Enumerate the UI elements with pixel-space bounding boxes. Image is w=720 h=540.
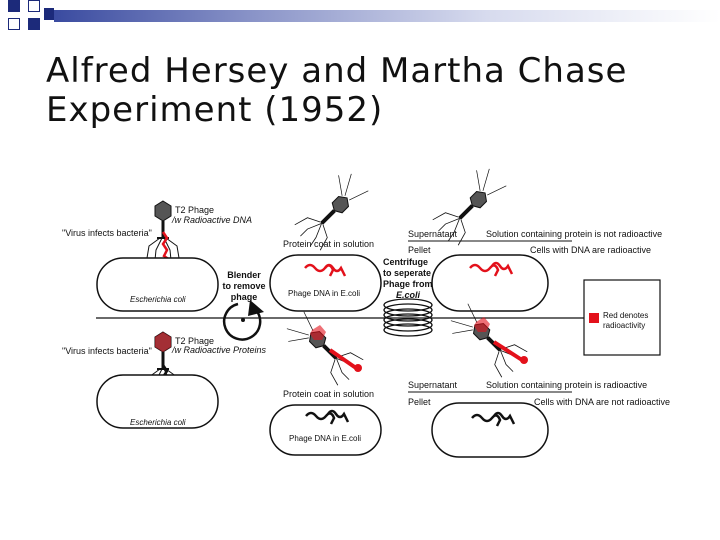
ecoli-label: Escherichia coli	[130, 418, 186, 427]
ecoli-cell	[270, 255, 381, 311]
centrifuge-label: Phage from	[383, 279, 433, 289]
blender-label: Blender	[227, 270, 261, 280]
bottom-row: T2 Phage /w Radioactive Proteins "Virus …	[62, 298, 670, 457]
phage-sub-label: /w Radioactive Proteins	[171, 345, 267, 355]
top-row: T2 Phage /w Radioactive DNA "Virus infec…	[62, 163, 662, 311]
ecoli-cell	[270, 405, 381, 455]
supernatant-label: Supernatant	[408, 229, 458, 239]
virus-infects-label: "Virus infects bacteria"	[62, 346, 152, 356]
centrifuge-label: to seperate	[383, 268, 431, 278]
phage-sub-label: /w Radioactive DNA	[171, 215, 252, 225]
protein-coat-label: Protein coat in solution	[283, 239, 374, 249]
pellet-result: Cells with DNA are not radioactive	[534, 397, 670, 407]
pellet-label: Pellet	[408, 397, 431, 407]
phage-dna-label: Phage DNA in E.coli	[288, 289, 360, 298]
pellet-label: Pellet	[408, 245, 431, 255]
phage-label: T2 Phage	[175, 205, 214, 215]
supernatant-label: Supernatant	[408, 380, 458, 390]
legend-line1: Red denotes	[603, 311, 648, 320]
legend: Red denotes radioactivity	[584, 280, 660, 355]
ecoli-cell	[432, 255, 548, 311]
ecoli-cell	[432, 403, 548, 457]
ecoli-label: Escherichia coli	[130, 295, 186, 304]
phage-dna-label: Phage DNA in E.coli	[289, 434, 361, 443]
radioactive-ghost-icon	[281, 306, 366, 391]
legend-line2: radioactivity	[603, 321, 645, 330]
blender-label: phage	[231, 292, 258, 302]
pellet-result: Cells with DNA are radioactive	[530, 245, 651, 255]
supernatant-result: Solution containing protein is radioacti…	[486, 380, 647, 390]
virus-infects-label: "Virus infects bacteria"	[62, 228, 152, 238]
protein-coat-label: Protein coat in solution	[283, 389, 374, 399]
supernatant-result: Solution containing protein is not radio…	[486, 229, 662, 239]
blender-label: to remove	[222, 281, 265, 291]
legend-red-swatch	[589, 313, 599, 323]
centrifuge-label: Centrifuge	[383, 257, 428, 267]
blender-dot	[241, 318, 245, 322]
blender-step: Blender to remove phage	[222, 270, 265, 340]
blender-arrow-head	[248, 300, 264, 316]
centrifuge-step: Centrifuge to seperate Phage from E.coli	[383, 257, 433, 336]
